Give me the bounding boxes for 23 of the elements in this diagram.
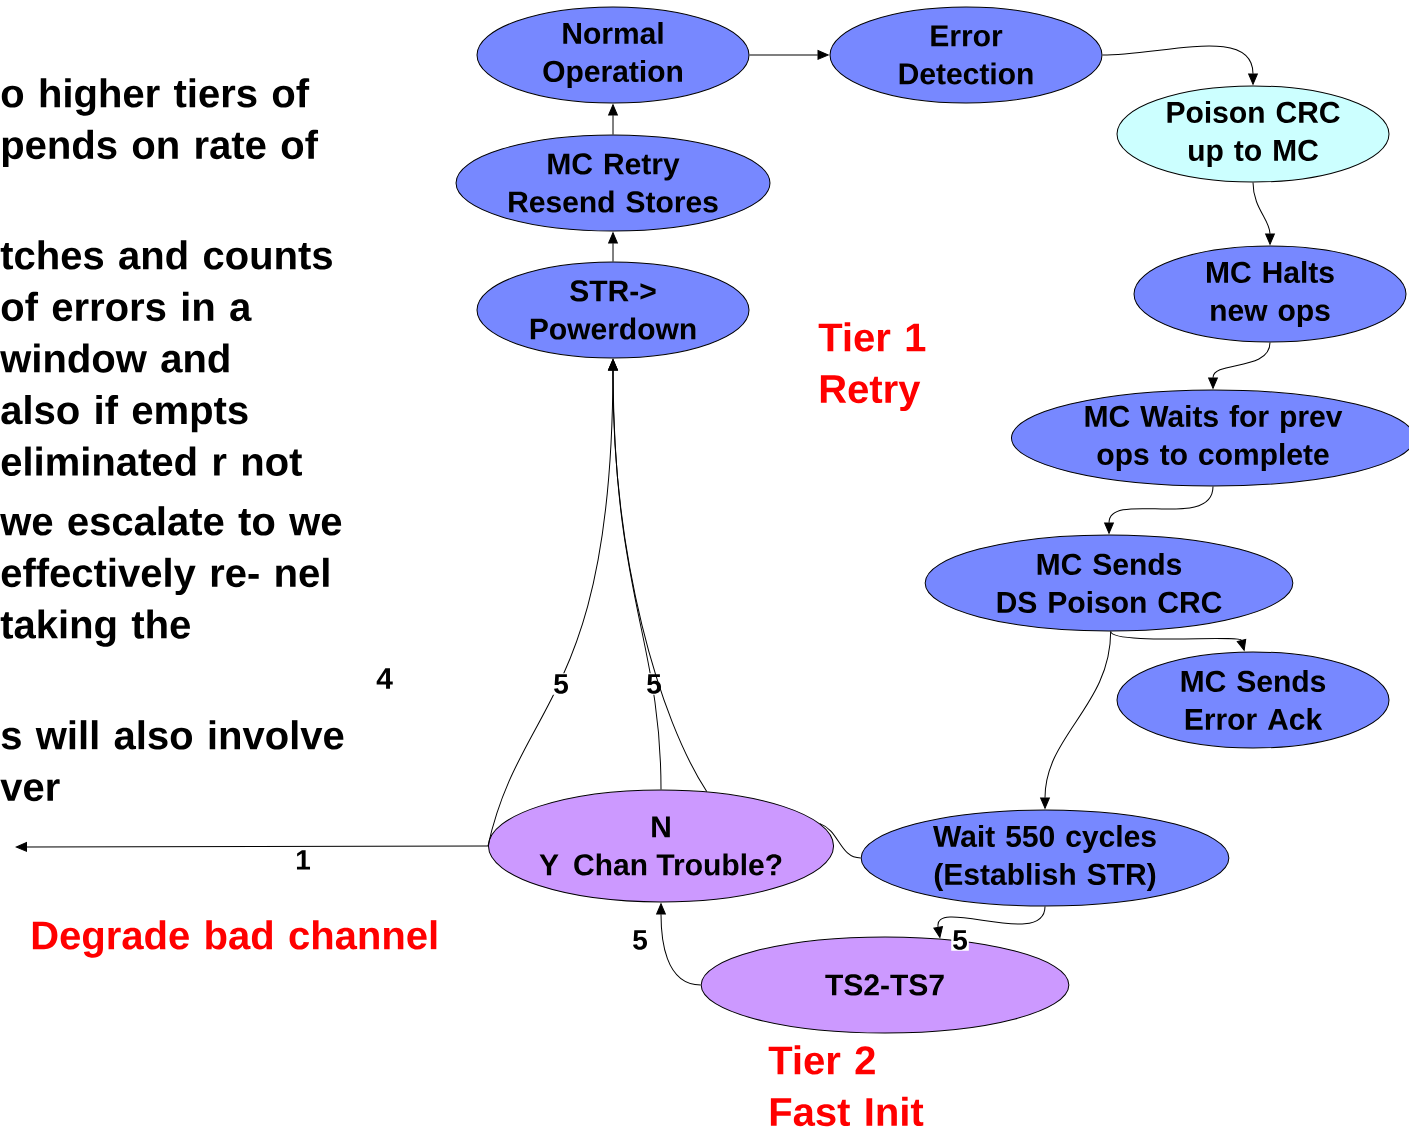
arrow bbox=[1110, 631, 1247, 651]
side-text: o higher tiers of pends on rate of bbox=[1, 78, 319, 168]
number-label: 4 bbox=[376, 668, 393, 689]
arrow bbox=[1102, 45, 1258, 85]
arrow bbox=[1252, 182, 1275, 245]
arrow bbox=[656, 903, 702, 986]
arrow bbox=[749, 50, 829, 60]
arrow bbox=[1104, 486, 1214, 534]
caption-text: Degrade bad channel bbox=[32, 920, 437, 958]
edge-label: 1 bbox=[294, 849, 312, 871]
edge-label: 5 bbox=[552, 673, 570, 695]
arrow bbox=[15, 842, 489, 852]
arrow bbox=[608, 104, 618, 135]
arrow bbox=[608, 359, 708, 792]
edge-label: 5 bbox=[951, 929, 969, 951]
arrow bbox=[608, 232, 618, 262]
arrow bbox=[1208, 342, 1271, 389]
arrow bbox=[933, 906, 1046, 938]
tier-label: Tier 1 Retry bbox=[818, 322, 926, 412]
side-text: we escalate to we effectively re- nel taking the bbox=[0, 506, 342, 647]
arrow bbox=[1040, 631, 1112, 809]
side-text: s will also involve ver bbox=[0, 720, 344, 802]
edge-label: 5 bbox=[631, 929, 649, 951]
